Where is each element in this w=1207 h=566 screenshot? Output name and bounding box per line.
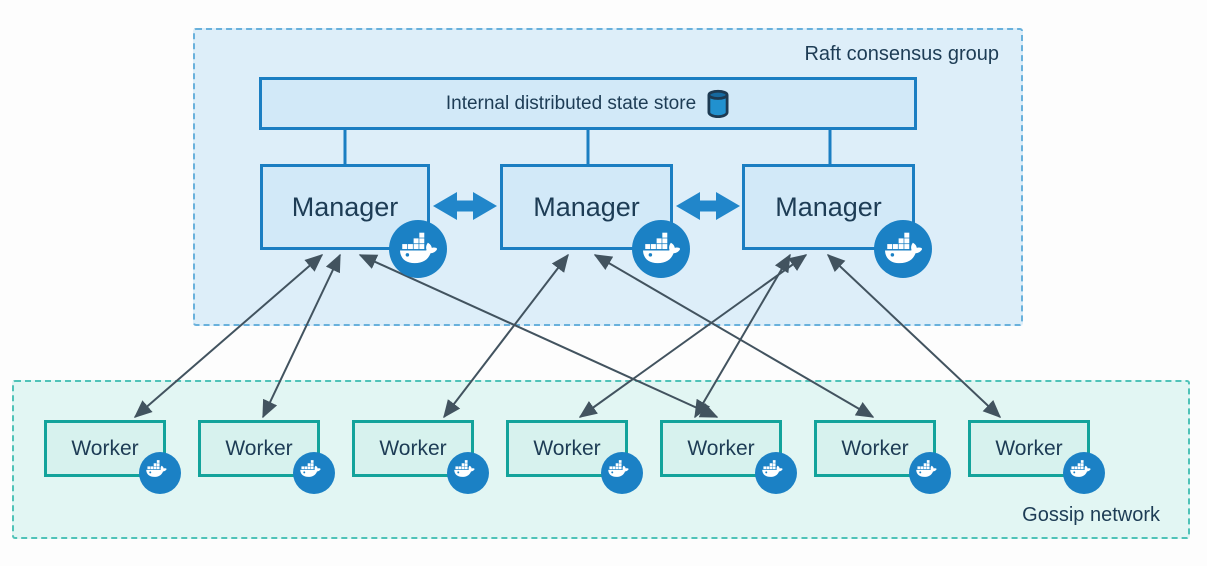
manager-1-node: Manager [260, 164, 447, 278]
worker-4-label: Worker [533, 436, 601, 460]
manager-3-label: Manager [775, 191, 882, 222]
worker-2-node: Worker [198, 420, 335, 494]
worker-7-node: Worker [968, 420, 1105, 494]
worker-2-label: Worker [225, 436, 293, 460]
docker-whale-icon [293, 452, 335, 494]
docker-whale-icon [874, 220, 932, 278]
gossip-group-label: Gossip network [1022, 504, 1160, 526]
state-store-node: Internal distributed state store [259, 77, 917, 130]
docker-whale-icon [632, 220, 690, 278]
worker-5-label: Worker [687, 436, 755, 460]
worker-1-label: Worker [71, 436, 139, 460]
docker-whale-icon [755, 452, 797, 494]
docker-whale-icon [601, 452, 643, 494]
docker-whale-icon [389, 220, 447, 278]
worker-7-label: Worker [995, 436, 1063, 460]
docker-whale-icon [909, 452, 951, 494]
worker-1-node: Worker [44, 420, 181, 494]
worker-3-node: Worker [352, 420, 489, 494]
database-cylinder-icon [706, 89, 730, 119]
worker-3-label: Worker [379, 436, 447, 460]
manager-2-node: Manager [500, 164, 690, 278]
worker-6-label: Worker [841, 436, 909, 460]
worker-4-node: Worker [506, 420, 643, 494]
manager-3-node: Manager [742, 164, 932, 278]
docker-whale-icon [139, 452, 181, 494]
docker-whale-icon [447, 452, 489, 494]
worker-5-node: Worker [660, 420, 797, 494]
manager-2-label: Manager [533, 191, 640, 222]
docker-whale-icon [1063, 452, 1105, 494]
manager-1-label: Manager [291, 191, 399, 222]
worker-6-node: Worker [814, 420, 951, 494]
state-store-label: Internal distributed state store [445, 92, 697, 114]
raft-group-label: Raft consensus group [804, 43, 999, 65]
